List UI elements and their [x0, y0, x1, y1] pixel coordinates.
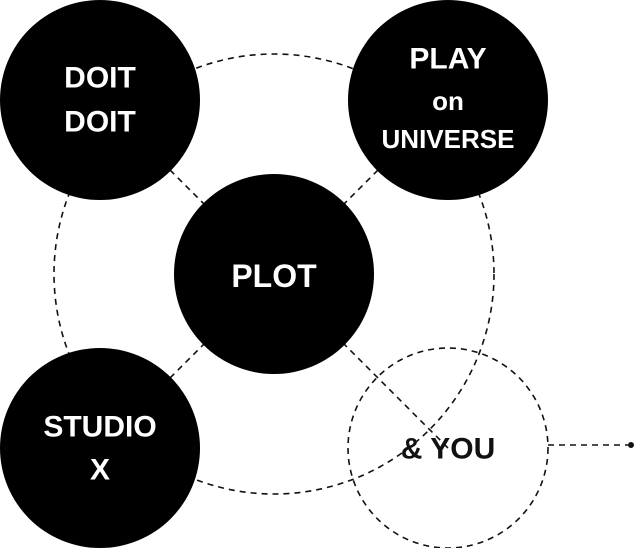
- node-studio-x: STUDIO X: [0, 348, 200, 548]
- outer-ring: [53, 53, 495, 495]
- node-circle: [0, 348, 200, 548]
- node-label-line: PLAY: [409, 43, 486, 76]
- node-label-line: UNIVERSE: [382, 124, 515, 154]
- spoke-bottom-right: [273, 273, 449, 449]
- node-label-line: DOIT: [64, 62, 136, 95]
- node-label-line: on: [432, 86, 464, 116]
- spoke-top-left: [99, 99, 275, 275]
- node-label-line: & YOU: [401, 433, 495, 466]
- node-circle-outline: [347, 347, 549, 548]
- node-circle: [0, 0, 200, 200]
- node-label-line: STUDIO: [43, 411, 156, 444]
- node-play-on-universe: PLAY on UNIVERSE: [348, 0, 548, 200]
- node-plot: PLOT: [174, 174, 374, 374]
- spoke-top-right: [273, 99, 449, 275]
- node-label-line: PLOT: [231, 258, 317, 294]
- spoke-bottom-left: [99, 273, 275, 449]
- node-circle: [174, 174, 374, 374]
- node-label-line: DOIT: [64, 106, 136, 139]
- connector-end-dot: [628, 442, 634, 448]
- node-doit-doit: DOIT DOIT: [0, 0, 200, 200]
- node-circle: [348, 0, 548, 200]
- node-label-line: X: [90, 454, 110, 487]
- node-and-you: & YOU: [347, 347, 549, 548]
